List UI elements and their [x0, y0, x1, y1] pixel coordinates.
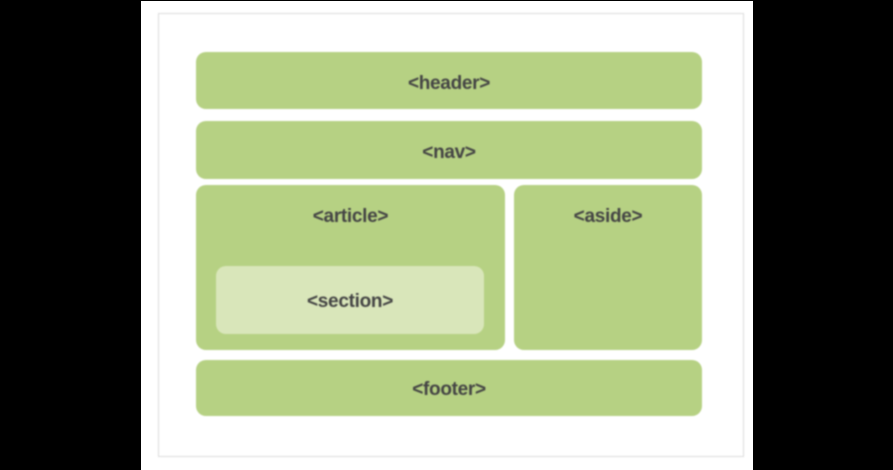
header-box-label: <header>	[407, 73, 491, 94]
header-box: <header>	[196, 52, 702, 109]
article-box-label: <article>	[312, 206, 389, 227]
footer-box-label: <footer>	[412, 379, 486, 400]
section-box: <section>	[216, 266, 484, 334]
section-box-label: <section>	[306, 291, 393, 312]
nav-box-label: <nav>	[422, 142, 476, 163]
nav-box: <nav>	[196, 121, 702, 179]
page-canvas: <header> <nav> <article> <section> <asid…	[141, 1, 753, 470]
footer-box: <footer>	[196, 360, 702, 416]
diagram-frame: <header> <nav> <article> <section> <asid…	[158, 13, 744, 457]
article-box: <article> <section>	[196, 185, 505, 350]
aside-box-label: <aside>	[573, 206, 643, 227]
aside-box: <aside>	[514, 185, 702, 350]
